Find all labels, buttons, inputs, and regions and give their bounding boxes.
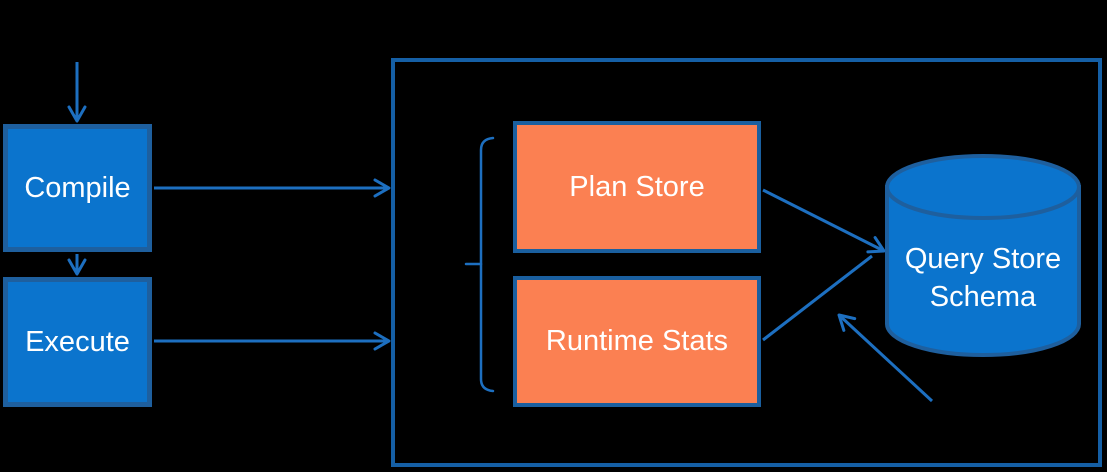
compile-node: Compile (3, 124, 152, 252)
plan-store-node: Plan Store (513, 121, 761, 253)
execute-label: Execute (25, 325, 130, 358)
query-store-container-box (391, 58, 1102, 467)
arrow-plan-store-to-schema (762, 188, 886, 254)
database-cylinder-body (885, 185, 1081, 357)
query-store-schema-label-line1: Query Store (904, 243, 1062, 275)
runtime-stats-node: Runtime Stats (513, 276, 761, 407)
plan-store-label: Plan Store (569, 170, 705, 203)
database-cylinder-icon (885, 154, 1081, 357)
query-store-schema-node: Query Store Schema (887, 240, 1079, 316)
stores-group-bracket (479, 136, 495, 393)
compile-label: Compile (24, 171, 131, 204)
runtime-stats-label: Runtime Stats (545, 325, 729, 358)
execute-node: Execute (3, 277, 152, 407)
query-store-schema-label-line2: Schema (929, 281, 1037, 313)
arrow-runtime-stats-to-schema (762, 254, 873, 342)
database-cylinder-top (885, 154, 1081, 220)
arrow-bottom-to-schema (837, 313, 934, 403)
